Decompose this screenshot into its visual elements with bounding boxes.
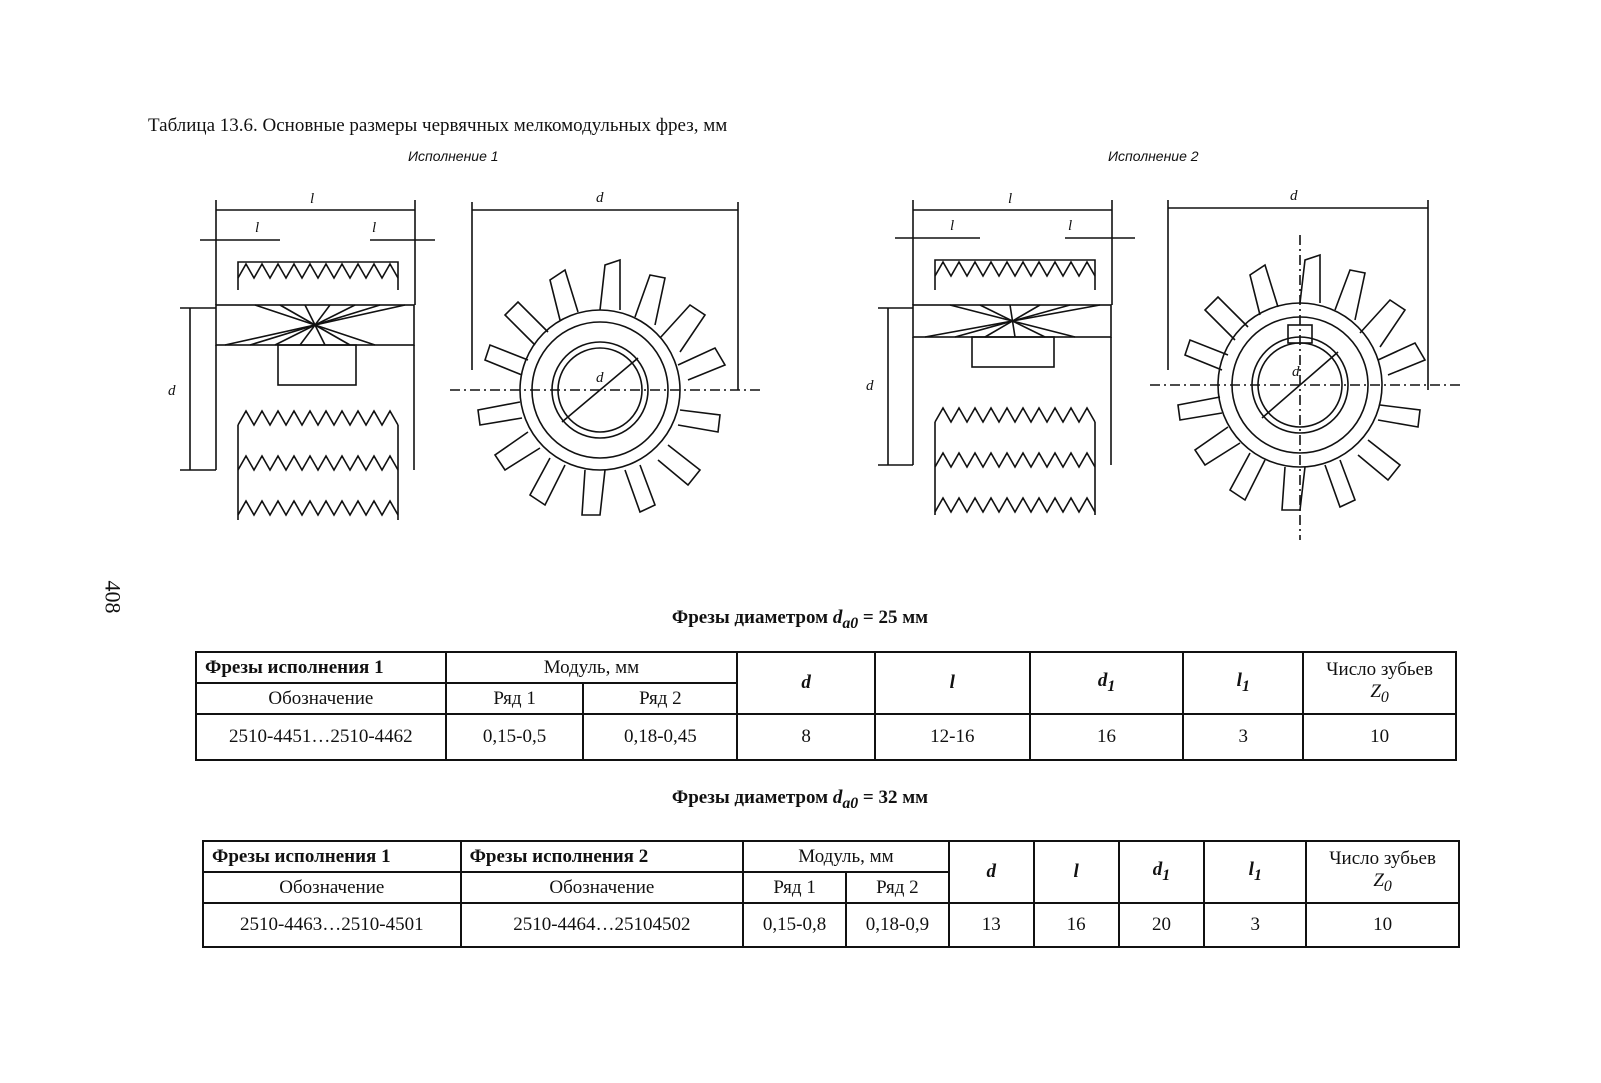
- cell-z0: 10: [1302, 713, 1457, 761]
- page-number: 408: [100, 580, 126, 614]
- cell-d1: 16: [1028, 713, 1185, 761]
- cell-d: 13: [947, 902, 1035, 948]
- hob-side-view: l l l d: [168, 191, 435, 520]
- cell-d: 8: [736, 713, 876, 761]
- header-row-2: Ряд 2: [845, 871, 950, 904]
- header-designation: Обозначение: [195, 682, 447, 715]
- variant-1-drawing: l l l d: [168, 190, 760, 520]
- dim-l1-label-right: l: [372, 220, 376, 236]
- header-group-variant-1: Фрезы исполнения 1: [202, 840, 462, 873]
- cell-l1: 3: [1182, 713, 1305, 761]
- cell-row-2: 0,18-0,45: [582, 713, 739, 761]
- spec-table-25mm: Фрезы исполнения 1 Модуль, мм d l d1 l1 …: [195, 651, 1457, 761]
- variant-1-label: Исполнение 1: [408, 148, 499, 164]
- header-row-1: Ряд 1: [444, 682, 585, 715]
- header-row-1: Ряд 1: [742, 871, 847, 904]
- hob-end-view: d d: [450, 190, 760, 516]
- cell-l: 16: [1032, 902, 1120, 948]
- dim-d-label-2: d: [1292, 364, 1300, 380]
- spec-table-32mm: Фрезы исполнения 1 Фрезы исполнения 2 Мо…: [202, 840, 1460, 948]
- header-module: Модуль, мм: [742, 840, 950, 873]
- cell-designation-2: 2510-4464…25104502: [459, 902, 745, 948]
- header-group-variant-1: Фрезы исполнения 1: [195, 651, 447, 684]
- hob-side-view-2: l l l d: [866, 191, 1135, 515]
- table-caption: Таблица 13.6. Основные размеры червячных…: [148, 115, 728, 136]
- hob-end-view-2: d d: [1150, 188, 1460, 540]
- header-group-variant-2: Фрезы исполнения 2: [459, 840, 745, 873]
- dim-da0-label: d: [596, 190, 604, 206]
- dim-d1-label: d: [168, 383, 176, 399]
- cell-z0: 10: [1305, 902, 1460, 948]
- table-row: 2510-4451…2510-4462 0,15-0,5 0,18-0,45 8…: [195, 713, 1457, 761]
- header-designation-2: Обозначение: [459, 871, 745, 904]
- cell-designation: 2510-4451…2510-4462: [195, 713, 447, 761]
- dim-da0-label-2: d: [1290, 188, 1298, 204]
- table-row: 2510-4463…2510-4501 2510-4464…25104502 0…: [202, 902, 1460, 948]
- header-designation-1: Обозначение: [202, 871, 462, 904]
- header-d: d: [947, 840, 1035, 904]
- header-l: l: [873, 651, 1031, 715]
- header-l1: l1: [1203, 840, 1308, 904]
- dim-l1-label-right-2: l: [1068, 218, 1072, 234]
- header-d: d: [736, 651, 876, 715]
- header-l1: l1: [1182, 651, 1305, 715]
- dim-l1-label-left: l: [255, 220, 259, 236]
- cell-l1: 3: [1203, 902, 1308, 948]
- header-d1: d1: [1117, 840, 1206, 904]
- dim-l-label-2: l: [1008, 191, 1012, 207]
- variant-2-label: Исполнение 2: [1108, 148, 1199, 164]
- dim-l-label: l: [310, 191, 314, 207]
- header-module: Модуль, мм: [444, 651, 739, 684]
- dim-l1-label-left-2: l: [950, 218, 954, 234]
- header-d1: d1: [1028, 651, 1185, 715]
- cell-row-1: 0,15-0,5: [444, 713, 585, 761]
- section-1-heading: Фрезы диаметром da0 = 25 мм: [671, 607, 929, 632]
- dim-d1-label-2: d: [866, 378, 874, 394]
- cell-row-1: 0,15-0,8: [742, 902, 847, 948]
- cell-d1: 20: [1117, 902, 1206, 948]
- header-l: l: [1032, 840, 1120, 904]
- cell-designation-1: 2510-4463…2510-4501: [202, 902, 462, 948]
- cell-row-2: 0,18-0,9: [845, 902, 950, 948]
- variant-2-drawing: l l l d: [866, 188, 1460, 540]
- section-2-heading: Фрезы диаметром da0 = 32 мм: [671, 787, 929, 812]
- dim-d-label: d: [596, 370, 604, 386]
- header-row-2: Ряд 2: [582, 682, 739, 715]
- cell-l: 12-16: [873, 713, 1031, 761]
